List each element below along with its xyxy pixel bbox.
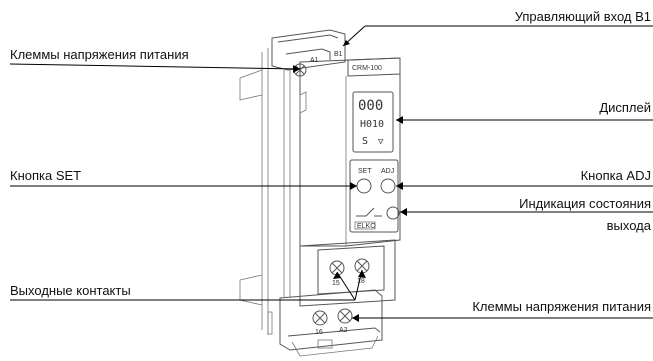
label-power-terminals-top: Клеммы напряжения питания [10, 47, 189, 62]
label-set-button: Кнопка SET [10, 168, 81, 183]
terminal-a2-label: A2 [339, 327, 348, 334]
terminal-18-label: 18 [357, 278, 365, 285]
terminal-b1-label: B1 [334, 51, 343, 58]
output-led-icon [386, 206, 400, 220]
arrowheads [293, 40, 407, 322]
set-button[interactable] [356, 178, 372, 194]
screw-16-icon [312, 310, 328, 326]
display-row3-left: S [362, 136, 368, 147]
label-display: Дисплей [599, 100, 651, 115]
relay-contact-icon [356, 207, 382, 217]
display-row3-right: ▽ [378, 137, 384, 147]
display-row2: H010 [360, 119, 384, 130]
arrow-contact-18-icon [358, 270, 366, 278]
label-output-indication-2: выхода [607, 218, 652, 233]
brand-label: ELKO [357, 223, 376, 230]
relay-device [239, 29, 401, 357]
arrow-power-bottom-icon [352, 314, 359, 322]
terminal-15-label: 15 [332, 280, 340, 287]
label-control-input: Управляющий вход B1 [515, 9, 651, 24]
arrow-contact-15-icon [333, 272, 341, 279]
label-adj-button: Кнопка ADJ [581, 168, 651, 183]
adj-button-label: ADJ [381, 168, 394, 175]
arrow-set-icon [350, 182, 357, 190]
terminal-screws [293, 63, 370, 326]
terminal-16-label: 16 [315, 329, 323, 336]
screw-a2-icon [337, 308, 353, 324]
arrow-adj-icon [396, 182, 403, 190]
arrow-display-icon [396, 116, 403, 124]
model-label: CRM-100 [352, 65, 382, 72]
arrow-power-top-icon [293, 65, 300, 73]
label-power-terminals-bottom: Клеммы напряжения питания [472, 299, 651, 314]
arrow-control-input-icon [343, 40, 350, 46]
label-output-contacts: Выходные контакты [10, 283, 131, 298]
terminal-a1-label: A1 [310, 57, 319, 64]
display-digits: 000 [358, 98, 383, 114]
label-output-indication-1: Индикация состояния [519, 196, 651, 211]
adj-button[interactable] [380, 178, 396, 194]
arrow-led-icon [400, 208, 407, 216]
set-button-label: SET [358, 168, 372, 175]
leader-lines [9, 25, 653, 319]
